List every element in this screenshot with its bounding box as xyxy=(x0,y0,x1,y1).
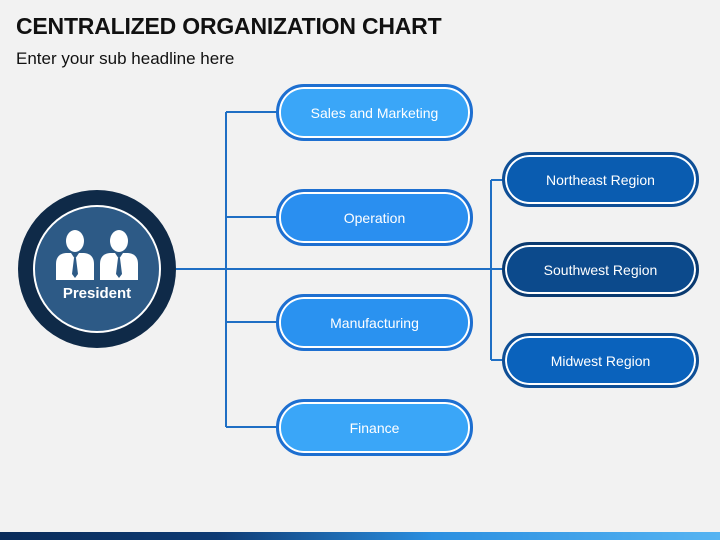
department-node-operation: Operation xyxy=(276,189,473,246)
president-node xyxy=(33,205,161,333)
two-businessmen-icon xyxy=(56,230,138,280)
region-node-southwest: Southwest Region xyxy=(502,242,699,297)
region-node-northeast: Northeast Region xyxy=(502,152,699,207)
president-label: President xyxy=(62,285,132,302)
page-title: CENTRALIZED ORGANIZATION CHART xyxy=(16,13,442,39)
department-node-finance: Finance xyxy=(276,399,473,456)
region-node-midwest: Midwest Region xyxy=(502,333,699,388)
page-subtitle: Enter your sub headline here xyxy=(16,49,235,68)
department-node-manufacturing: Manufacturing xyxy=(276,294,473,351)
footer-band xyxy=(0,532,720,540)
department-node-sales: Sales and Marketing xyxy=(276,84,473,141)
